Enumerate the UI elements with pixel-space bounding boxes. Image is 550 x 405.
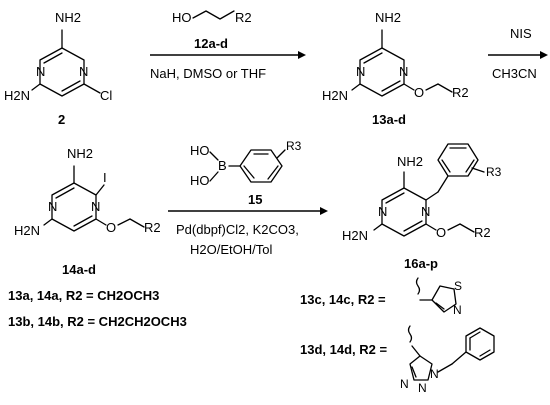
ring-nitrogen: N xyxy=(36,64,45,79)
reagent-label: 12a-d xyxy=(194,36,228,51)
amino-group: H2N xyxy=(342,228,368,243)
substituent-table: 13a, 14a, R2 = CH2OCH3 13b, 14b, R2 = CH… xyxy=(8,277,495,395)
reaction-arrow-3: Pd(dbpf)Cl2, K2CO3, H2O/EtOH/Tol xyxy=(168,207,328,257)
amino-group: H2N xyxy=(14,223,40,238)
boronic-acid-15: HO HO B R3 15 xyxy=(190,139,302,207)
compound-16: R3 N N NH2 H2N O R2 16a-p xyxy=(342,143,502,271)
ring-nitrogen: N xyxy=(79,64,88,79)
step2-solvent: CH3CN xyxy=(492,66,537,81)
reagent-hydroxy: HO xyxy=(172,10,192,25)
compound-2: N N NH2 H2N Cl 2 xyxy=(4,10,112,127)
reagent-r2: R2 xyxy=(235,10,252,25)
reaction-arrow-1: HO R2 12a-d NaH, DMSO or THF xyxy=(150,10,306,81)
r2-substituent: R2 xyxy=(474,225,491,240)
ether-oxygen: O xyxy=(436,225,446,240)
step2-reagent: NIS xyxy=(510,26,532,41)
compound-label: 13a-d xyxy=(372,112,406,127)
ring-nitrogen: N xyxy=(48,199,57,214)
iodo-substituent: I xyxy=(103,170,107,185)
ring-nitrogen: N xyxy=(356,64,365,79)
triazole-nitrogen: N xyxy=(400,377,409,391)
ring-nitrogen: N xyxy=(91,199,100,214)
ring-nitrogen: N xyxy=(421,204,430,219)
amino-group: NH2 xyxy=(67,146,93,161)
compound-14: N N NH2 H2N I O R2 14a-d xyxy=(14,146,161,277)
compound-label: 14a-d xyxy=(62,262,96,277)
amino-group: H2N xyxy=(322,88,348,103)
ether-oxygen: O xyxy=(414,85,424,100)
ring-nitrogen: N xyxy=(378,204,387,219)
reaction-arrow-2: NIS CH3CN xyxy=(488,26,548,81)
r2-substituent: R2 xyxy=(144,220,161,235)
step3-conditions-line1: Pd(dbpf)Cl2, K2CO3, xyxy=(176,222,299,237)
compound-label: 2 xyxy=(58,112,65,127)
attachment-wavy-bond xyxy=(407,325,413,343)
step1-conditions: NaH, DMSO or THF xyxy=(150,66,266,81)
r3-substituent: R3 xyxy=(486,165,502,179)
boron-atom: B xyxy=(218,158,227,173)
thiazole-sulfur: S xyxy=(454,279,462,293)
hydroxy-group: HO xyxy=(190,143,210,158)
amino-group: NH2 xyxy=(397,154,423,169)
compound-label: 15 xyxy=(248,192,262,207)
thiazole-nitrogen: N xyxy=(453,303,462,317)
substituent-c: 13c, 14c, R2 = xyxy=(300,292,386,307)
chloro-substituent: Cl xyxy=(100,88,112,103)
substituent-b: 13b, 14b, R2 = CH2CH2OCH3 xyxy=(8,314,187,329)
r3-substituent: R3 xyxy=(286,139,302,153)
triazole-nitrogen: N xyxy=(418,381,427,395)
hydroxy-group: HO xyxy=(190,173,210,188)
compound-13: N N NH2 H2N O R2 13a-d xyxy=(322,10,469,127)
substituent-d: 13d, 14d, R2 = xyxy=(300,342,387,357)
triazole-nitrogen: N xyxy=(430,367,439,381)
attachment-wavy-bond xyxy=(415,277,421,295)
substituent-a: 13a, 14a, R2 = CH2OCH3 xyxy=(8,288,159,303)
compound-label: 16a-p xyxy=(404,256,438,271)
amino-group: NH2 xyxy=(55,10,81,25)
ether-oxygen: O xyxy=(106,220,116,235)
ring-nitrogen: N xyxy=(399,64,408,79)
amino-group: H2N xyxy=(4,88,30,103)
amino-group: NH2 xyxy=(375,10,401,25)
step3-conditions-line2: H2O/EtOH/Tol xyxy=(190,242,272,257)
r2-substituent: R2 xyxy=(452,85,469,100)
